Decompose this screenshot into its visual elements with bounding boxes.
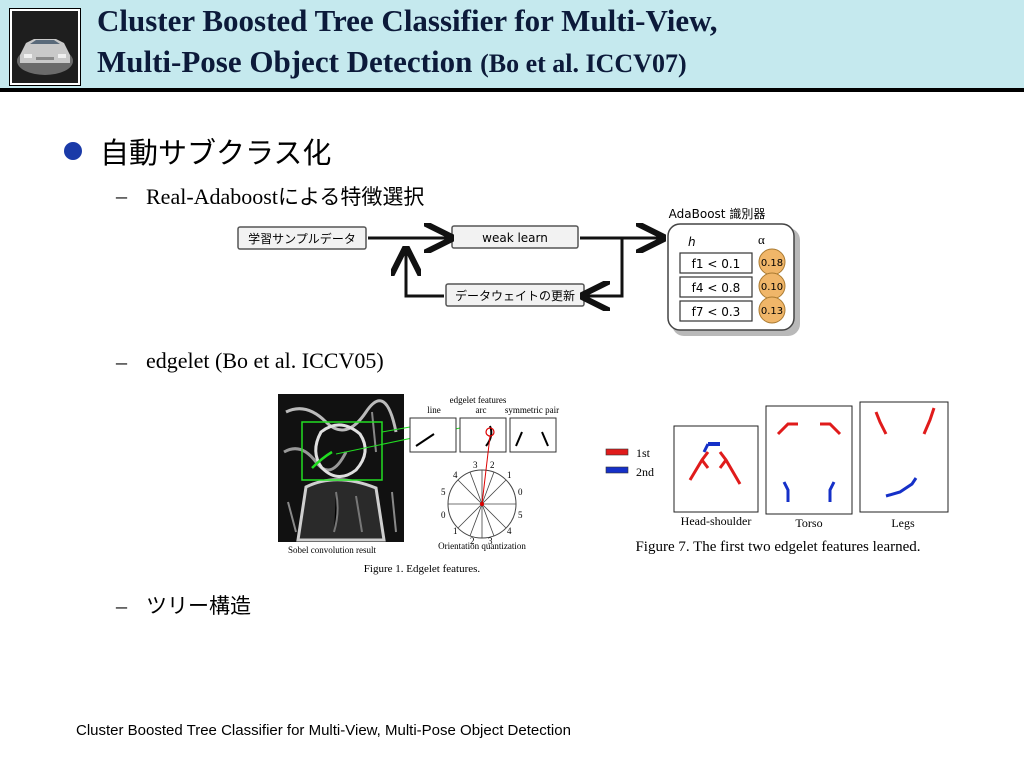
dial-number: 4: [453, 470, 458, 480]
feature-alpha: 0.13: [761, 306, 783, 317]
car-logo-image: [10, 9, 80, 85]
bullet-main: 自動サブクラス化: [100, 136, 332, 170]
dash-marker: –: [116, 593, 127, 618]
update-weight-label: データウェイトの更新: [455, 288, 575, 303]
dash-marker: –: [116, 183, 127, 208]
title-line-1: Cluster Boosted Tree Classifier for Mult…: [97, 3, 718, 38]
slide-title: Cluster Boosted Tree Classifier for Mult…: [97, 0, 718, 84]
training-data-box: 学習サンプルデータ: [237, 226, 367, 250]
panel-head-shoulder: Head-shoulder: [673, 425, 759, 528]
weak-learn-label: weak learn: [482, 231, 548, 245]
arc-label: arc: [476, 405, 487, 415]
alpha-label: α: [758, 232, 765, 247]
classifier-title: AdaBoost 識別器: [669, 207, 766, 221]
panel-legs: Legs: [859, 401, 949, 530]
feature-row: f4 < 0.8 0.10: [679, 272, 786, 300]
bullet-dot: [64, 142, 82, 160]
dial-number: 5: [518, 510, 523, 520]
legend-2nd: 2nd: [636, 465, 654, 479]
symmetric-pair-label: symmetric pair: [505, 405, 559, 415]
feature-cond: f4 < 0.8: [692, 281, 741, 295]
dial-number: 5: [441, 487, 446, 497]
title-divider: [0, 88, 1024, 92]
dash-marker: –: [116, 349, 127, 374]
feature-alpha: 0.18: [761, 258, 783, 269]
sobel-image: [278, 394, 461, 542]
orientation-caption: Orientation quantization: [438, 541, 526, 551]
panel-label: Head-shoulder: [681, 514, 752, 528]
dial-number: 2: [490, 460, 495, 470]
sobel-caption: Sobel convolution result: [288, 545, 376, 555]
slide-footer: Cluster Boosted Tree Classifier for Mult…: [76, 722, 571, 739]
title-citation: (Bo et al. ICCV07): [480, 49, 687, 78]
update-weight-box: データウェイトの更新: [445, 283, 585, 307]
dial-number: 3: [488, 536, 493, 546]
figure-7-legend: 1st 2nd: [605, 446, 654, 479]
bullet-adaboost-jp: による特徴選択: [277, 185, 425, 209]
arrow-to-update: [586, 238, 624, 296]
dial-number: 1: [507, 470, 512, 480]
feature-row: f7 < 0.3 0.13: [679, 296, 786, 324]
title-line-2-text: Multi-Pose Object Detection: [97, 44, 473, 79]
bullet-tree-text: ツリー構造: [146, 594, 251, 618]
legend-1st: 1st: [636, 446, 651, 460]
bullet-tree: ツリー構造: [146, 590, 251, 620]
weak-learn-box: weak learn: [451, 225, 579, 249]
dial-number: 2: [470, 536, 475, 546]
arrow-loop-back: [406, 252, 444, 298]
bullet-adaboost: Real-Adaboostによる特徴選択: [146, 181, 424, 211]
dial-number: 3: [473, 460, 478, 470]
figure-1-caption: Figure 1. Edgelet features.: [364, 563, 481, 575]
panel-label: Torso: [795, 516, 822, 530]
feature-cond: f1 < 0.1: [692, 257, 741, 271]
feature-alpha: 0.10: [761, 282, 783, 293]
title-line-2: Multi-Pose Object Detection (Bo et al. I…: [97, 41, 718, 84]
dial-number: 1: [453, 526, 458, 536]
adaboost-classifier: AdaBoost 識別器 h α f1 < 0.1 0.18 f4 < 0.8 …: [667, 207, 800, 336]
title-bar: [0, 0, 1024, 88]
figure-7-learned-features: 1st 2nd Head-shoulder Torso Legs Figure …: [605, 401, 949, 555]
training-data-label: 学習サンプルデータ: [248, 231, 356, 246]
adaboost-diagram: 学習サンプルデータ weak learn データウェイトの更新 AdaBoost…: [237, 207, 800, 336]
line-label: line: [427, 405, 441, 415]
panel-torso: Torso: [765, 405, 853, 530]
feature-cond: f7 < 0.3: [692, 305, 741, 319]
h-label: h: [688, 235, 696, 249]
panel-label: Legs: [891, 516, 915, 530]
figure-1-edgelet: Sobel convolution result edgelet feature…: [278, 394, 559, 575]
dial-number: 0: [518, 487, 523, 497]
bullet-adaboost-latin: Real-Adaboost: [146, 184, 278, 209]
bullet-edgelet: edgelet (Bo et al. ICCV05): [146, 348, 384, 373]
dial-number: 4: [507, 526, 512, 536]
dial-number: 0: [441, 510, 446, 520]
feature-row: f1 < 0.1 0.18: [679, 248, 786, 276]
figure-7-caption: Figure 7. The first two edgelet features…: [635, 539, 920, 555]
orientation-dial: 3 2 1 4 0 5 5 0 1 4 2 3: [441, 435, 523, 546]
edgelet-features-label: edgelet features: [450, 395, 507, 405]
